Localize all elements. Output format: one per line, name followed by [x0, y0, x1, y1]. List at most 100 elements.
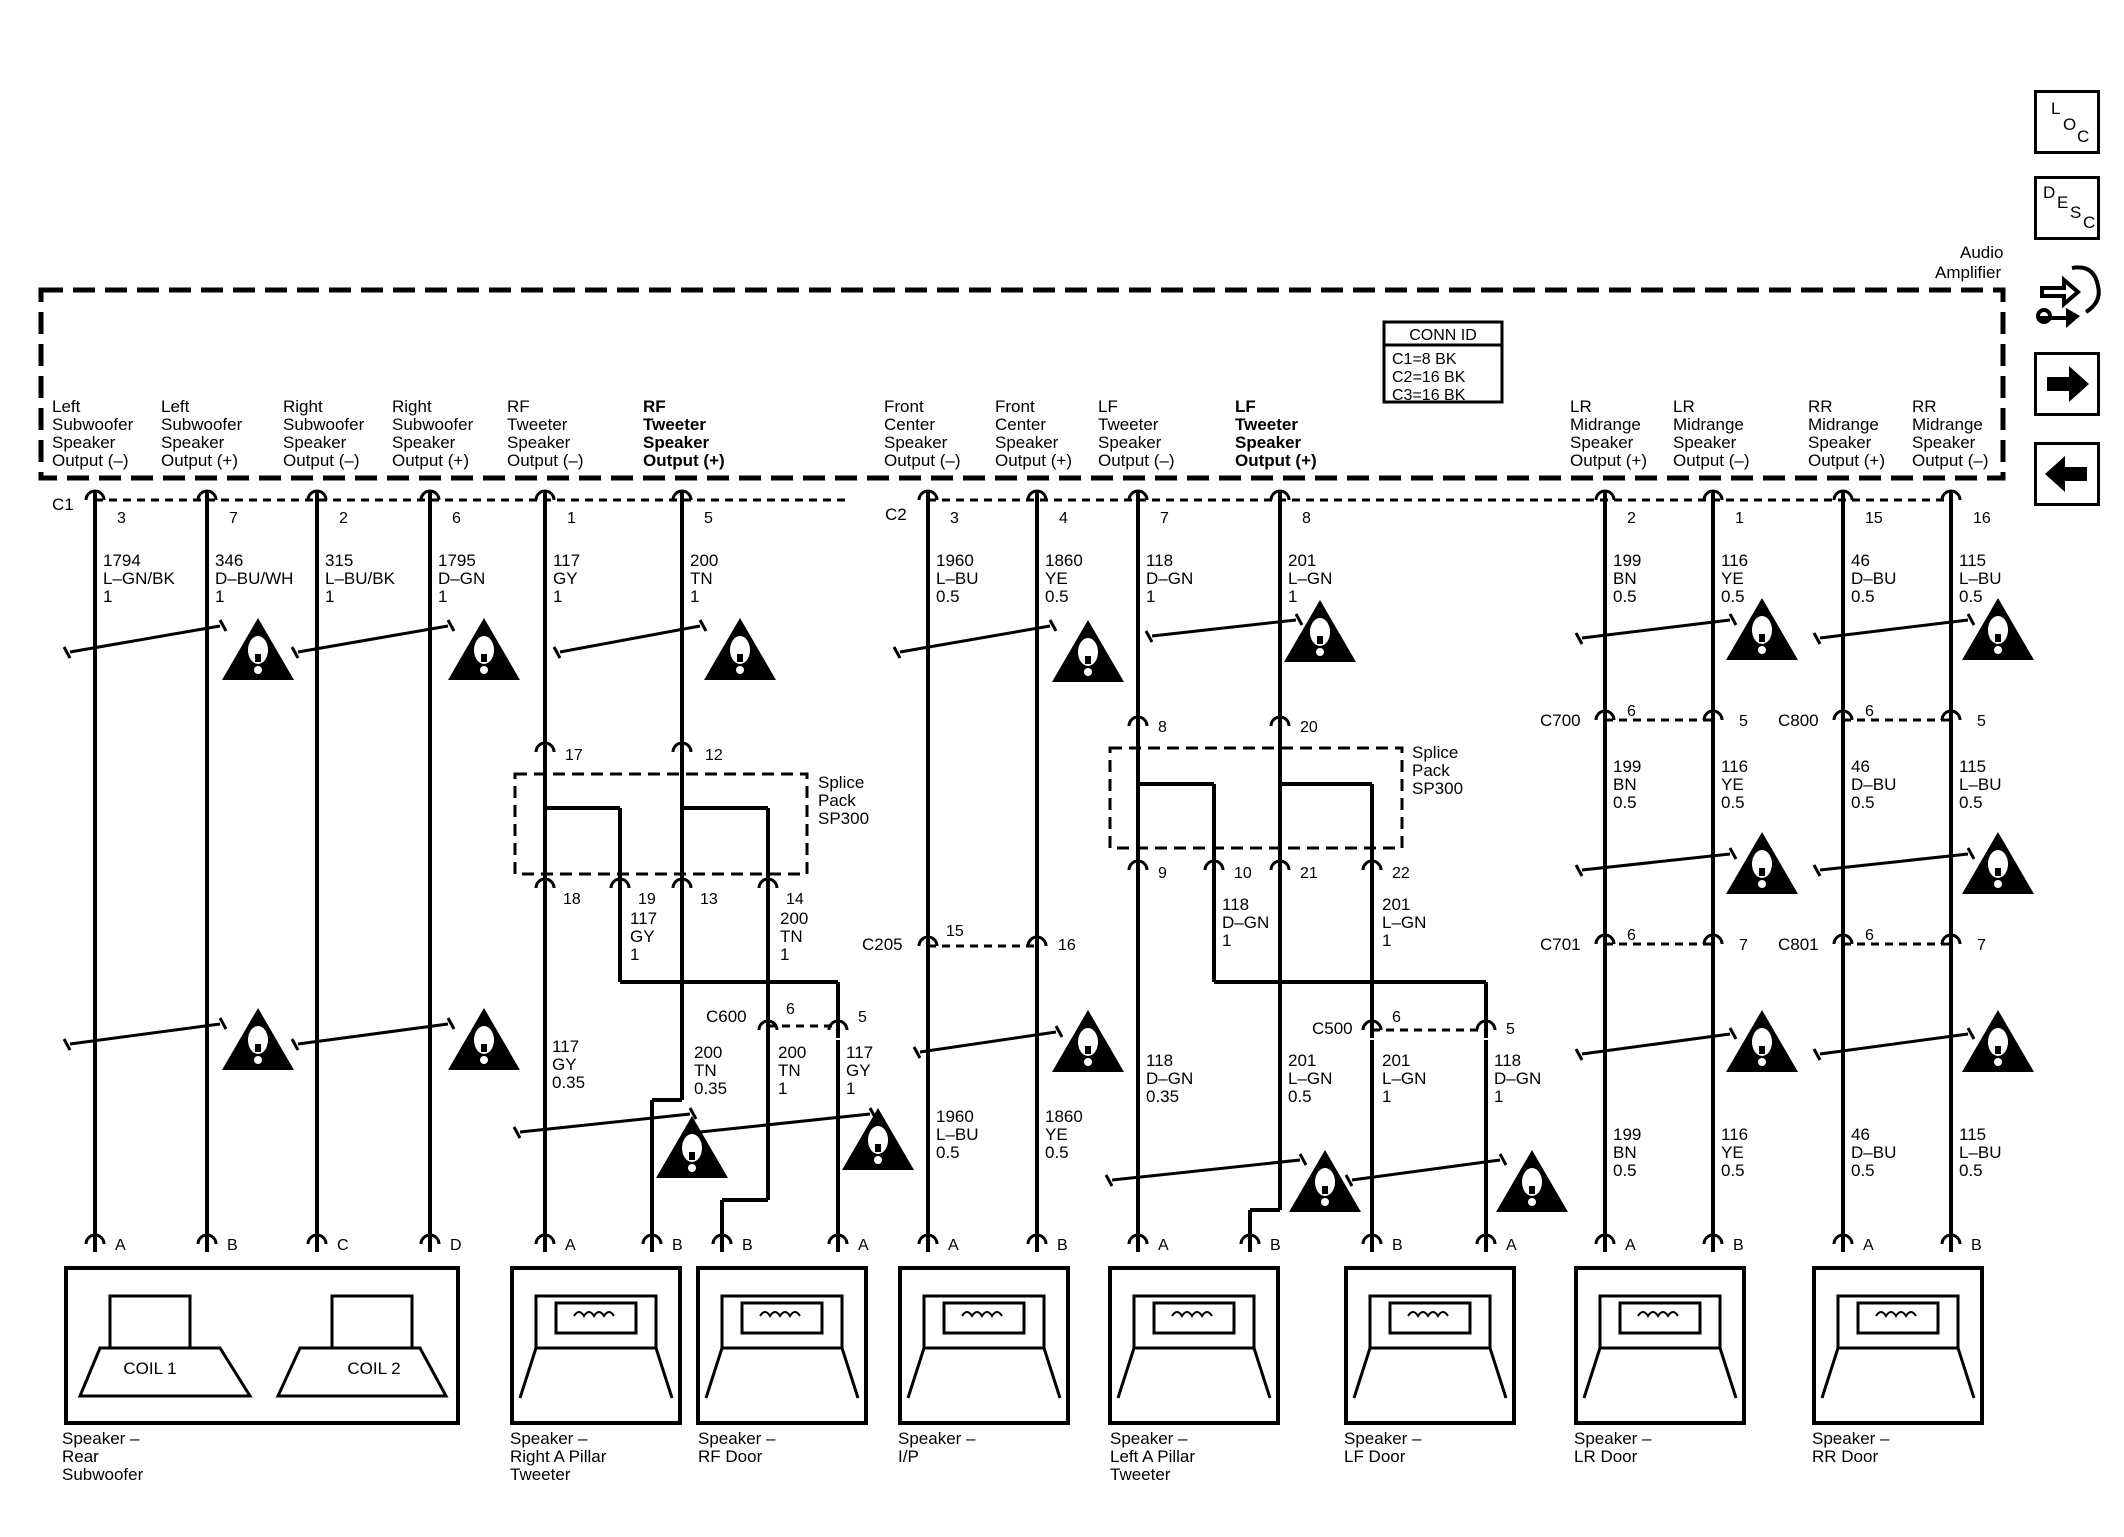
- wire-label: 0.5: [936, 1143, 960, 1162]
- pin-number: 14: [786, 891, 804, 908]
- pin-number: 17: [565, 747, 583, 764]
- speaker-coil: [1407, 1311, 1449, 1318]
- speaker-coil-box: [1152, 1301, 1236, 1335]
- warning-icon: [1052, 620, 1124, 682]
- warning-mark-gap: [1322, 1186, 1328, 1194]
- twisted-pair-tick: [1574, 632, 1584, 645]
- warning-mark-dot: [1994, 1058, 2002, 1066]
- pin-number: 12: [705, 747, 723, 764]
- warning-icon: [448, 1008, 520, 1070]
- wire-label: 1: [1494, 1087, 1503, 1106]
- location-button[interactable]: L O C: [2034, 90, 2100, 154]
- speaker-coil-box: [1856, 1301, 1940, 1335]
- connector-cup: [1269, 489, 1291, 501]
- warning-mark-body: [1752, 850, 1772, 878]
- output-label: Subwoofer: [392, 415, 474, 434]
- twisted-pair-line: [1581, 852, 1731, 872]
- twisted-pair-tick: [688, 1107, 698, 1120]
- pin-number: 15: [946, 923, 964, 940]
- speaker-magnet: [1132, 1294, 1256, 1350]
- pin-letter: A: [115, 1237, 126, 1254]
- connector-cup: [1239, 1233, 1261, 1245]
- speaker-label: Speaker –: [698, 1429, 776, 1448]
- wire-label: 1: [1288, 587, 1297, 606]
- speaker-label: Tweeter: [510, 1465, 571, 1484]
- wire-label: 346: [215, 551, 243, 570]
- connector-cup: [1127, 1233, 1149, 1245]
- pin-number: 6: [1392, 1009, 1401, 1026]
- speaker-coil: [1875, 1311, 1917, 1318]
- warning-mark-gap: [1759, 634, 1765, 642]
- speaker-frame: [1574, 1266, 1746, 1425]
- connector-cup: [1594, 489, 1616, 501]
- pin-number: 7: [229, 510, 238, 527]
- warning-mark-body: [1988, 616, 2008, 644]
- connector-cup: [534, 877, 556, 889]
- connector-cup: [1702, 1233, 1724, 1245]
- warning-mark-dot: [254, 666, 262, 674]
- twisted-pair-line: [1581, 618, 1731, 640]
- module-name: Audio: [1960, 243, 2003, 262]
- pin-number: 22: [1392, 865, 1410, 882]
- speaker-cone: [1116, 1346, 1272, 1399]
- conn-id-row: C1=8 BK: [1392, 351, 1457, 368]
- wire-label: L–BU: [1959, 1143, 2002, 1162]
- pin-number: 10: [1234, 865, 1252, 882]
- description-button[interactable]: D E S C: [2034, 176, 2100, 240]
- connector-cup: [1594, 933, 1616, 945]
- speaker-frame: [1344, 1266, 1516, 1425]
- wire-label: D–BU: [1851, 775, 1896, 794]
- previous-page-button[interactable]: [2034, 442, 2100, 506]
- warning-mark-gap: [1529, 1186, 1535, 1194]
- connector-cup: [671, 877, 693, 889]
- twisted-pair-tick: [1104, 1174, 1114, 1187]
- warning-mark-gap: [255, 654, 261, 662]
- warning-icon: [222, 618, 294, 680]
- twisted-pair-line: [919, 1030, 1057, 1054]
- output-label: Center: [995, 415, 1046, 434]
- output-label: Output (+): [995, 451, 1072, 470]
- wire-label: 46: [1851, 757, 1870, 776]
- warning-mark-gap: [689, 1152, 695, 1160]
- pin-number: 8: [1302, 510, 1311, 527]
- connector-label-c701: C701: [1540, 935, 1581, 954]
- desc-letter-s: S: [2070, 203, 2082, 222]
- speaker-coil-box: [1618, 1301, 1702, 1335]
- speaker-magnet: [1836, 1294, 1960, 1350]
- speaker-label: Speaker –: [62, 1429, 140, 1448]
- connector-cup: [1127, 859, 1149, 871]
- warning-mark-body: [1752, 1028, 1772, 1056]
- output-label: LR: [1673, 397, 1695, 416]
- warning-mark-dot: [1758, 1058, 1766, 1066]
- wire-label: 0.5: [1045, 587, 1069, 606]
- pin-number: 2: [339, 510, 348, 527]
- output-label: LF: [1098, 397, 1118, 416]
- twisted-pair-line: [1151, 618, 1297, 638]
- speaker-coil: [1637, 1311, 1679, 1318]
- next-page-button[interactable]: [2034, 352, 2100, 416]
- splice-label: Pack: [818, 791, 856, 810]
- wire-label: YE: [1721, 775, 1744, 794]
- output-label: Front: [995, 397, 1035, 416]
- twisted-pair-tick: [1812, 632, 1822, 645]
- output-label: Output (+): [1235, 451, 1317, 470]
- warning-mark-dot: [736, 666, 744, 674]
- connector-cup: [757, 877, 779, 889]
- pin-letter: A: [565, 1237, 576, 1254]
- wire-label: 1960: [936, 1107, 974, 1126]
- speaker-lr-door: [1574, 1266, 1746, 1425]
- output-label: Tweeter: [1235, 415, 1298, 434]
- wire-label: 1: [215, 587, 224, 606]
- twisted-pair-line: [1819, 852, 1969, 872]
- pin-letter: B: [1057, 1237, 1068, 1254]
- wire-label: 117: [552, 1037, 579, 1056]
- output-label: Front: [884, 397, 924, 416]
- connector-cup: [196, 489, 218, 501]
- connector-view-button[interactable]: [2036, 258, 2106, 334]
- twisted-pair-tick: [512, 1126, 522, 1139]
- arrow-right-icon: [2047, 366, 2089, 402]
- pin-letter: B: [227, 1237, 238, 1254]
- output-label: RR: [1912, 397, 1937, 416]
- twisted-pair-line: [699, 1112, 871, 1134]
- output-label: Output (+): [392, 451, 469, 470]
